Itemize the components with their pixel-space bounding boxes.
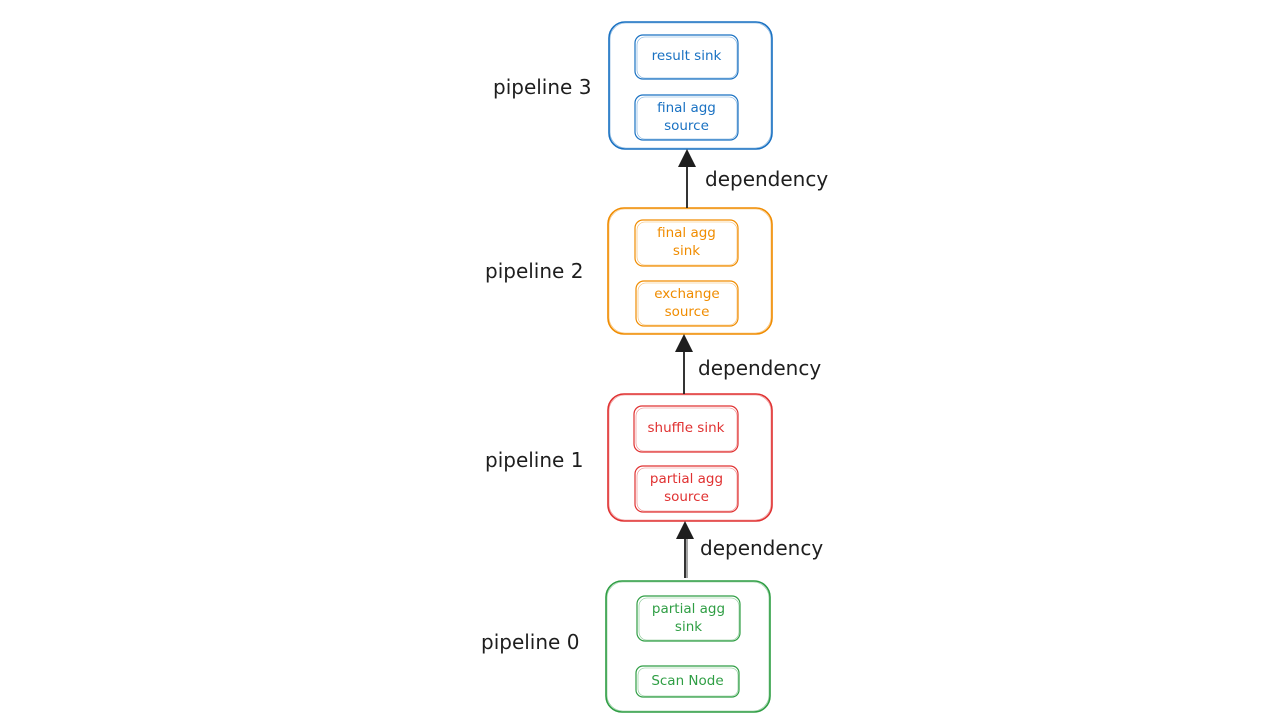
pipeline-0-box-sketch (606, 581, 770, 712)
pipeline-2-label: pipeline 2 (485, 259, 584, 283)
exchange-source-text: exchange source (654, 285, 720, 320)
result-sink-node (634, 34, 739, 80)
pipeline-3-label: pipeline 3 (493, 75, 592, 99)
final-agg-sink-node-sketch (636, 221, 738, 266)
pipeline-2-box-sketch (608, 208, 772, 334)
pipeline-0-box (605, 580, 771, 713)
pipeline-3-box-sketch (609, 22, 772, 149)
pipeline-1-box-sketch (608, 394, 772, 521)
exchange-source-node-sketch (637, 282, 738, 326)
pipeline-1-group (607, 393, 773, 522)
scan-node (635, 665, 740, 698)
partial-agg-sink-node-sketch (638, 597, 740, 641)
dependency-label-2-to-3: dependency (705, 167, 829, 191)
partial-agg-source-text: partial agg source (649, 471, 724, 505)
final-agg-source-node (634, 94, 739, 141)
pipeline-0-group (605, 580, 771, 713)
dependency-arrow-0-to-1 (676, 521, 694, 578)
final-agg-source-node-sketch (636, 96, 738, 140)
pipeline-2-group (607, 207, 773, 335)
partial-agg-source-node (634, 465, 739, 513)
final-agg-sink-text: final agg sink (657, 225, 716, 259)
final-agg-sink-node (634, 219, 739, 267)
scan-node-text: Scan Node (651, 672, 724, 689)
shuffle-sink-text: shuffle sink (647, 420, 725, 437)
pipeline-1-label: pipeline 1 (485, 448, 584, 472)
partial-agg-source-node-sketch (636, 467, 738, 512)
final-agg-source-text: final agg source (657, 99, 716, 134)
pipeline-0-label: pipeline 0 (481, 630, 580, 654)
dependency-label-0-to-1: dependency (700, 536, 824, 560)
scan-node-sketch (637, 667, 739, 697)
partial-agg-sink-text: partial agg sink (651, 600, 726, 635)
partial-agg-sink-node (636, 595, 741, 642)
exchange-source-node (635, 280, 739, 327)
shuffle-sink-node-sketch (635, 407, 738, 452)
dependency-label-1-to-2: dependency (698, 356, 822, 380)
shuffle-sink-node (633, 405, 739, 453)
result-sink-text: result sink (651, 48, 722, 65)
result-sink-node-sketch (636, 36, 738, 79)
